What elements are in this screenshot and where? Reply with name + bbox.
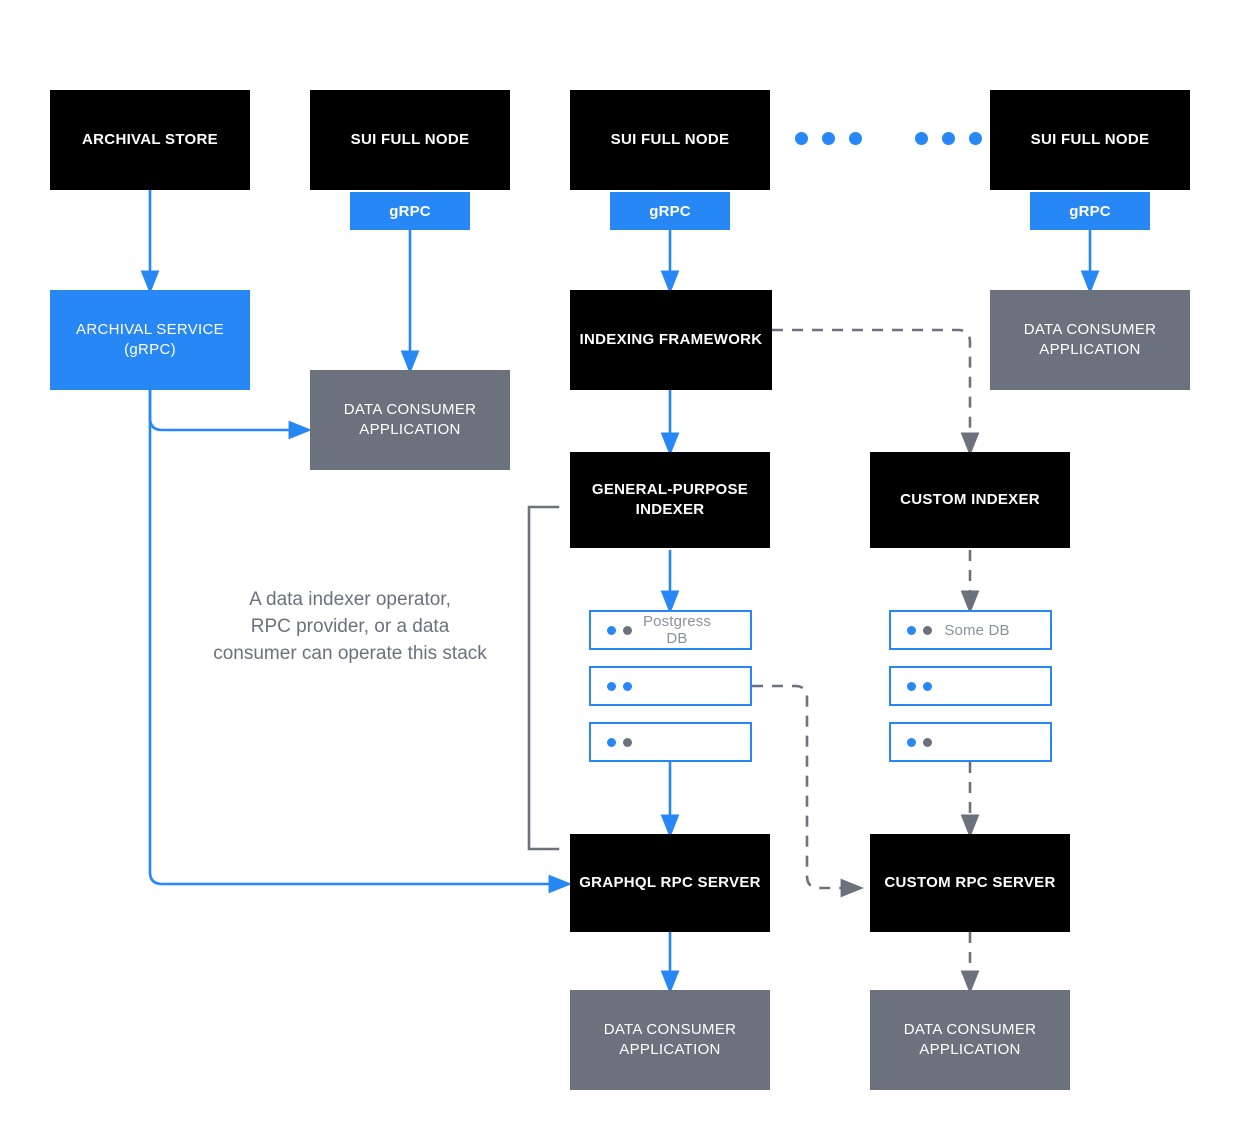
db-row-left-1[interactable]: Postgress DB (589, 610, 752, 650)
db-row-right-1-dots (907, 625, 932, 635)
node-custom-rpc-server[interactable]: CUSTOM RPC SERVER (870, 834, 1070, 932)
status-dot-gray-icon (923, 737, 932, 747)
node-sui-full-node-3-label: SUI FULL NODE (1030, 131, 1150, 149)
node-custom-rpc-server-label: CUSTOM RPC SERVER (884, 874, 1056, 892)
db-row-right-1-label: Some DB (944, 621, 1010, 639)
status-dot-blue-icon (907, 625, 916, 635)
db-row-left-2-dots (607, 681, 632, 691)
node-sui-full-node-3[interactable]: SUI FULL NODE (990, 90, 1190, 190)
badge-grpc-1[interactable]: gRPC (350, 192, 470, 230)
node-indexing-framework-label: INDEXING FRAMEWORK (579, 331, 763, 349)
wire-archival-service-branch-to-data-consumer (148, 390, 312, 440)
badge-grpc-3[interactable]: gRPC (1030, 192, 1150, 230)
db-row-left-3[interactable] (589, 722, 752, 762)
node-sui-full-node-1-label: SUI FULL NODE (350, 131, 470, 149)
db-row-left-1-label: Postgress DB (642, 613, 712, 647)
node-data-consumer-right-top[interactable]: DATA CONSUMER APPLICATION (990, 290, 1190, 390)
ellipsis-dot (915, 132, 928, 145)
node-sui-full-node-2-label: SUI FULL NODE (610, 131, 730, 149)
status-dot-blue-icon (607, 681, 616, 691)
node-data-consumer-bottom-right[interactable]: DATA CONSUMER APPLICATION (870, 990, 1070, 1090)
status-dot-blue-icon (923, 681, 932, 691)
node-custom-indexer-label: CUSTOM INDEXER (900, 491, 1040, 509)
status-dot-blue-icon (907, 681, 916, 691)
node-archival-service-label: ARCHIVAL SERVICE (gRPC) (76, 321, 224, 358)
db-row-right-1[interactable]: Some DB (889, 610, 1052, 650)
badge-grpc-1-label: gRPC (389, 202, 431, 220)
status-dot-gray-icon (623, 625, 632, 635)
status-dot-blue-icon (907, 737, 916, 747)
node-archival-service[interactable]: ARCHIVAL SERVICE (gRPC) (50, 290, 250, 390)
badge-grpc-2-label: gRPC (649, 202, 691, 220)
scope-bracket (527, 505, 560, 851)
node-data-consumer-bottom-left-label: DATA CONSUMER APPLICATION (603, 1021, 737, 1058)
node-sui-full-node-2[interactable]: SUI FULL NODE (570, 90, 770, 190)
db-row-right-2[interactable] (889, 666, 1052, 706)
node-general-purpose-indexer[interactable]: GENERAL-PURPOSE INDEXER (570, 452, 770, 548)
db-row-left-1-dots (607, 625, 632, 635)
status-dot-blue-icon (607, 625, 616, 635)
ellipsis-dot (822, 132, 835, 145)
status-dot-gray-icon (923, 625, 932, 635)
node-archival-store-label: ARCHIVAL STORE (82, 131, 218, 149)
status-dot-blue-icon (607, 737, 616, 747)
ellipsis-group-2 (915, 132, 982, 145)
stack-operator-annotation: A data indexer operator, RPC provider, o… (213, 589, 487, 664)
db-row-left-2[interactable] (589, 666, 752, 706)
ellipsis-dot (795, 132, 808, 145)
ellipsis-dot (969, 132, 982, 145)
status-dot-gray-icon (623, 737, 632, 747)
wire-indexing-framework-to-custom-indexer (772, 328, 980, 456)
node-indexing-framework[interactable]: INDEXING FRAMEWORK (570, 290, 772, 390)
ellipsis-group-1 (795, 132, 862, 145)
node-custom-indexer[interactable]: CUSTOM INDEXER (870, 452, 1070, 548)
ellipsis-dot (942, 132, 955, 145)
status-dot-blue-icon (623, 681, 632, 691)
node-data-consumer-bottom-right-label: DATA CONSUMER APPLICATION (903, 1021, 1037, 1058)
db-row-right-3[interactable] (889, 722, 1052, 762)
node-data-consumer-left[interactable]: DATA CONSUMER APPLICATION (310, 370, 510, 470)
node-data-consumer-bottom-left[interactable]: DATA CONSUMER APPLICATION (570, 990, 770, 1090)
db-row-left-3-dots (607, 737, 632, 747)
badge-grpc-2[interactable]: gRPC (610, 192, 730, 230)
badge-grpc-3-label: gRPC (1069, 202, 1111, 220)
db-row-right-2-dots (907, 681, 932, 691)
node-sui-full-node-1[interactable]: SUI FULL NODE (310, 90, 510, 190)
node-data-consumer-left-label: DATA CONSUMER APPLICATION (343, 401, 477, 438)
node-general-purpose-indexer-label: GENERAL-PURPOSE INDEXER (591, 481, 749, 518)
node-archival-store[interactable]: ARCHIVAL STORE (50, 90, 250, 190)
node-data-consumer-right-top-label: DATA CONSUMER APPLICATION (1023, 321, 1157, 358)
node-graphql-rpc-server-label: GRAPHQL RPC SERVER (579, 874, 761, 892)
node-graphql-rpc-server[interactable]: GRAPHQL RPC SERVER (570, 834, 770, 932)
db-row-right-3-dots (907, 737, 932, 747)
ellipsis-dot (849, 132, 862, 145)
